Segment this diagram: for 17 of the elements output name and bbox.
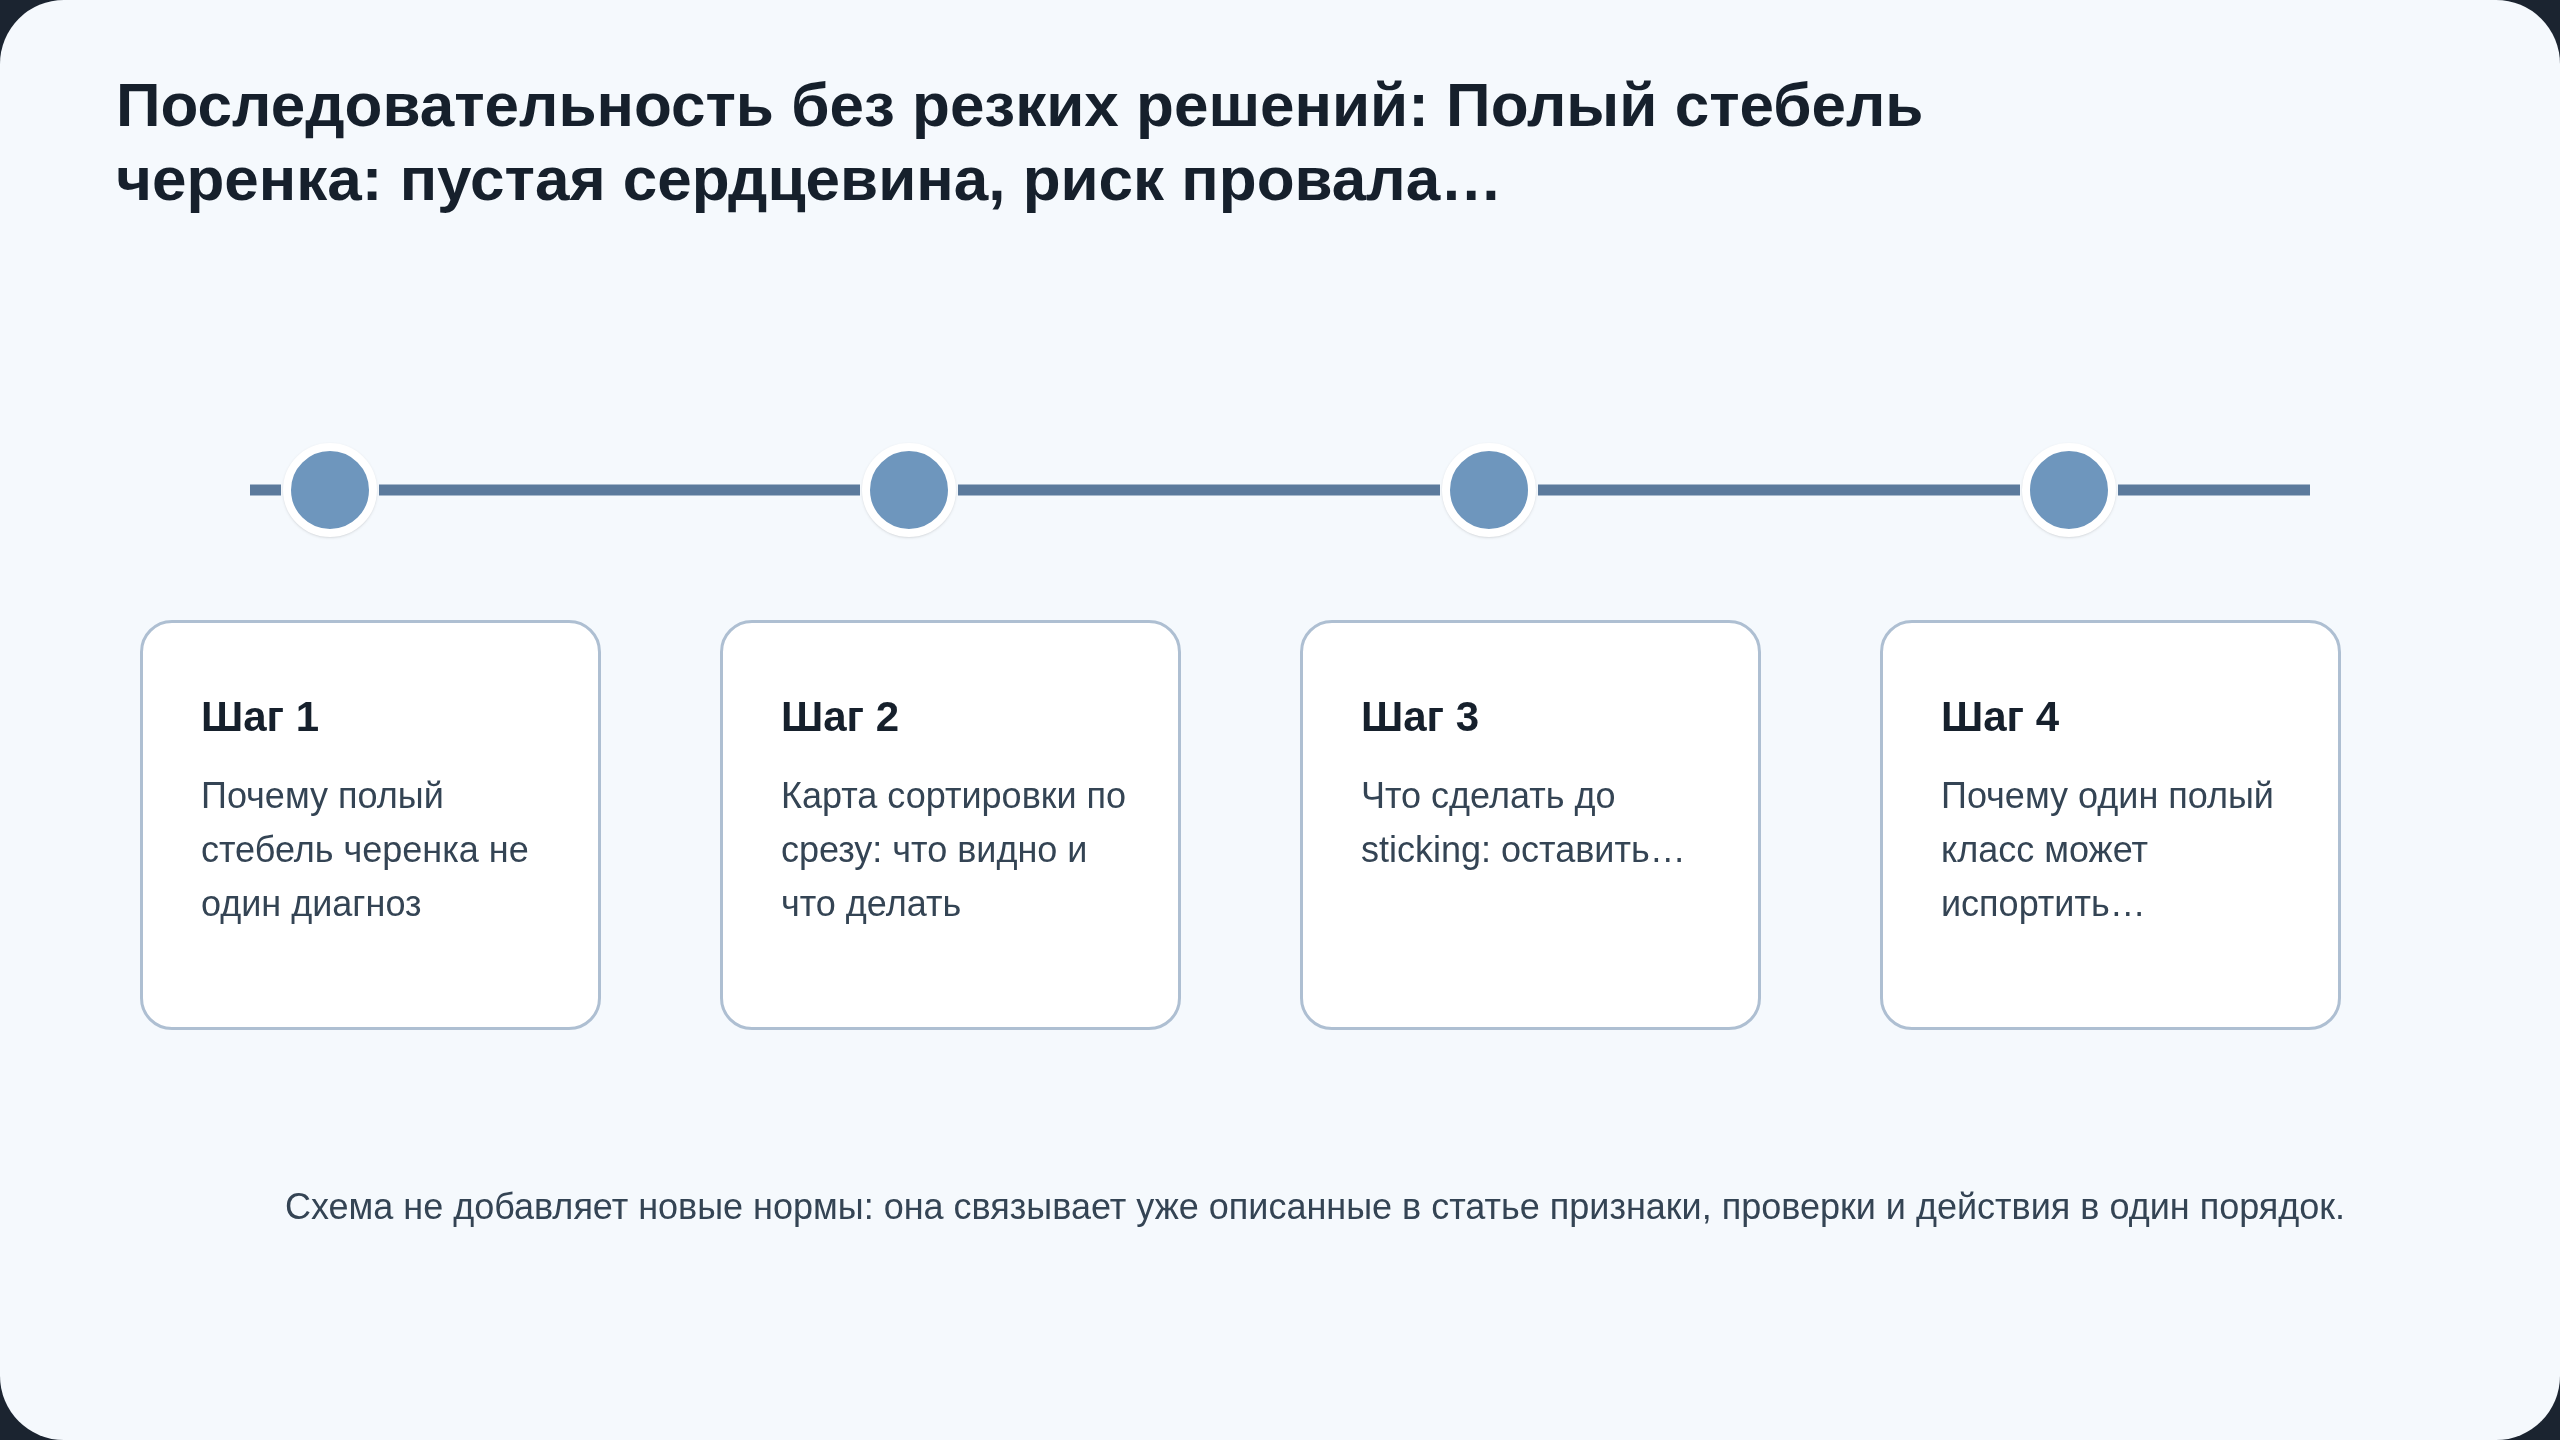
- step-card: [1300, 620, 1761, 1030]
- step-card: [720, 620, 1181, 1030]
- step-card: [1880, 620, 2341, 1030]
- step-description: Карта сортировки по срезу: что видно и что делать: [781, 774, 1128, 926]
- step-title: Шаг 3: [1361, 692, 1481, 742]
- step-card: [140, 620, 601, 1030]
- timeline-segment: [958, 484, 1440, 496]
- step-title: Шаг 1: [201, 692, 321, 742]
- timeline-segment: [1538, 484, 2020, 496]
- timeline-segment: [379, 484, 860, 496]
- step-description: Почему один полый класс может испортить…: [1941, 774, 2275, 926]
- diagram-title: Последовательность без резких решений: Полый стебель черенка: пустая сердцевина, риск провала…: [116, 69, 1925, 215]
- diagram-caption: Схема не добавляет новые нормы: она связывает уже описанные в статье признаки, проверки и действия в один порядок.: [283, 1185, 2347, 1229]
- step-title: Шаг 4: [1941, 692, 2061, 742]
- step-title: Шаг 2: [781, 692, 901, 742]
- step-description: Что сделать до sticking: оставить…: [1361, 774, 1687, 872]
- step-description: Почему полый стебель черенка не один диагноз: [201, 774, 530, 926]
